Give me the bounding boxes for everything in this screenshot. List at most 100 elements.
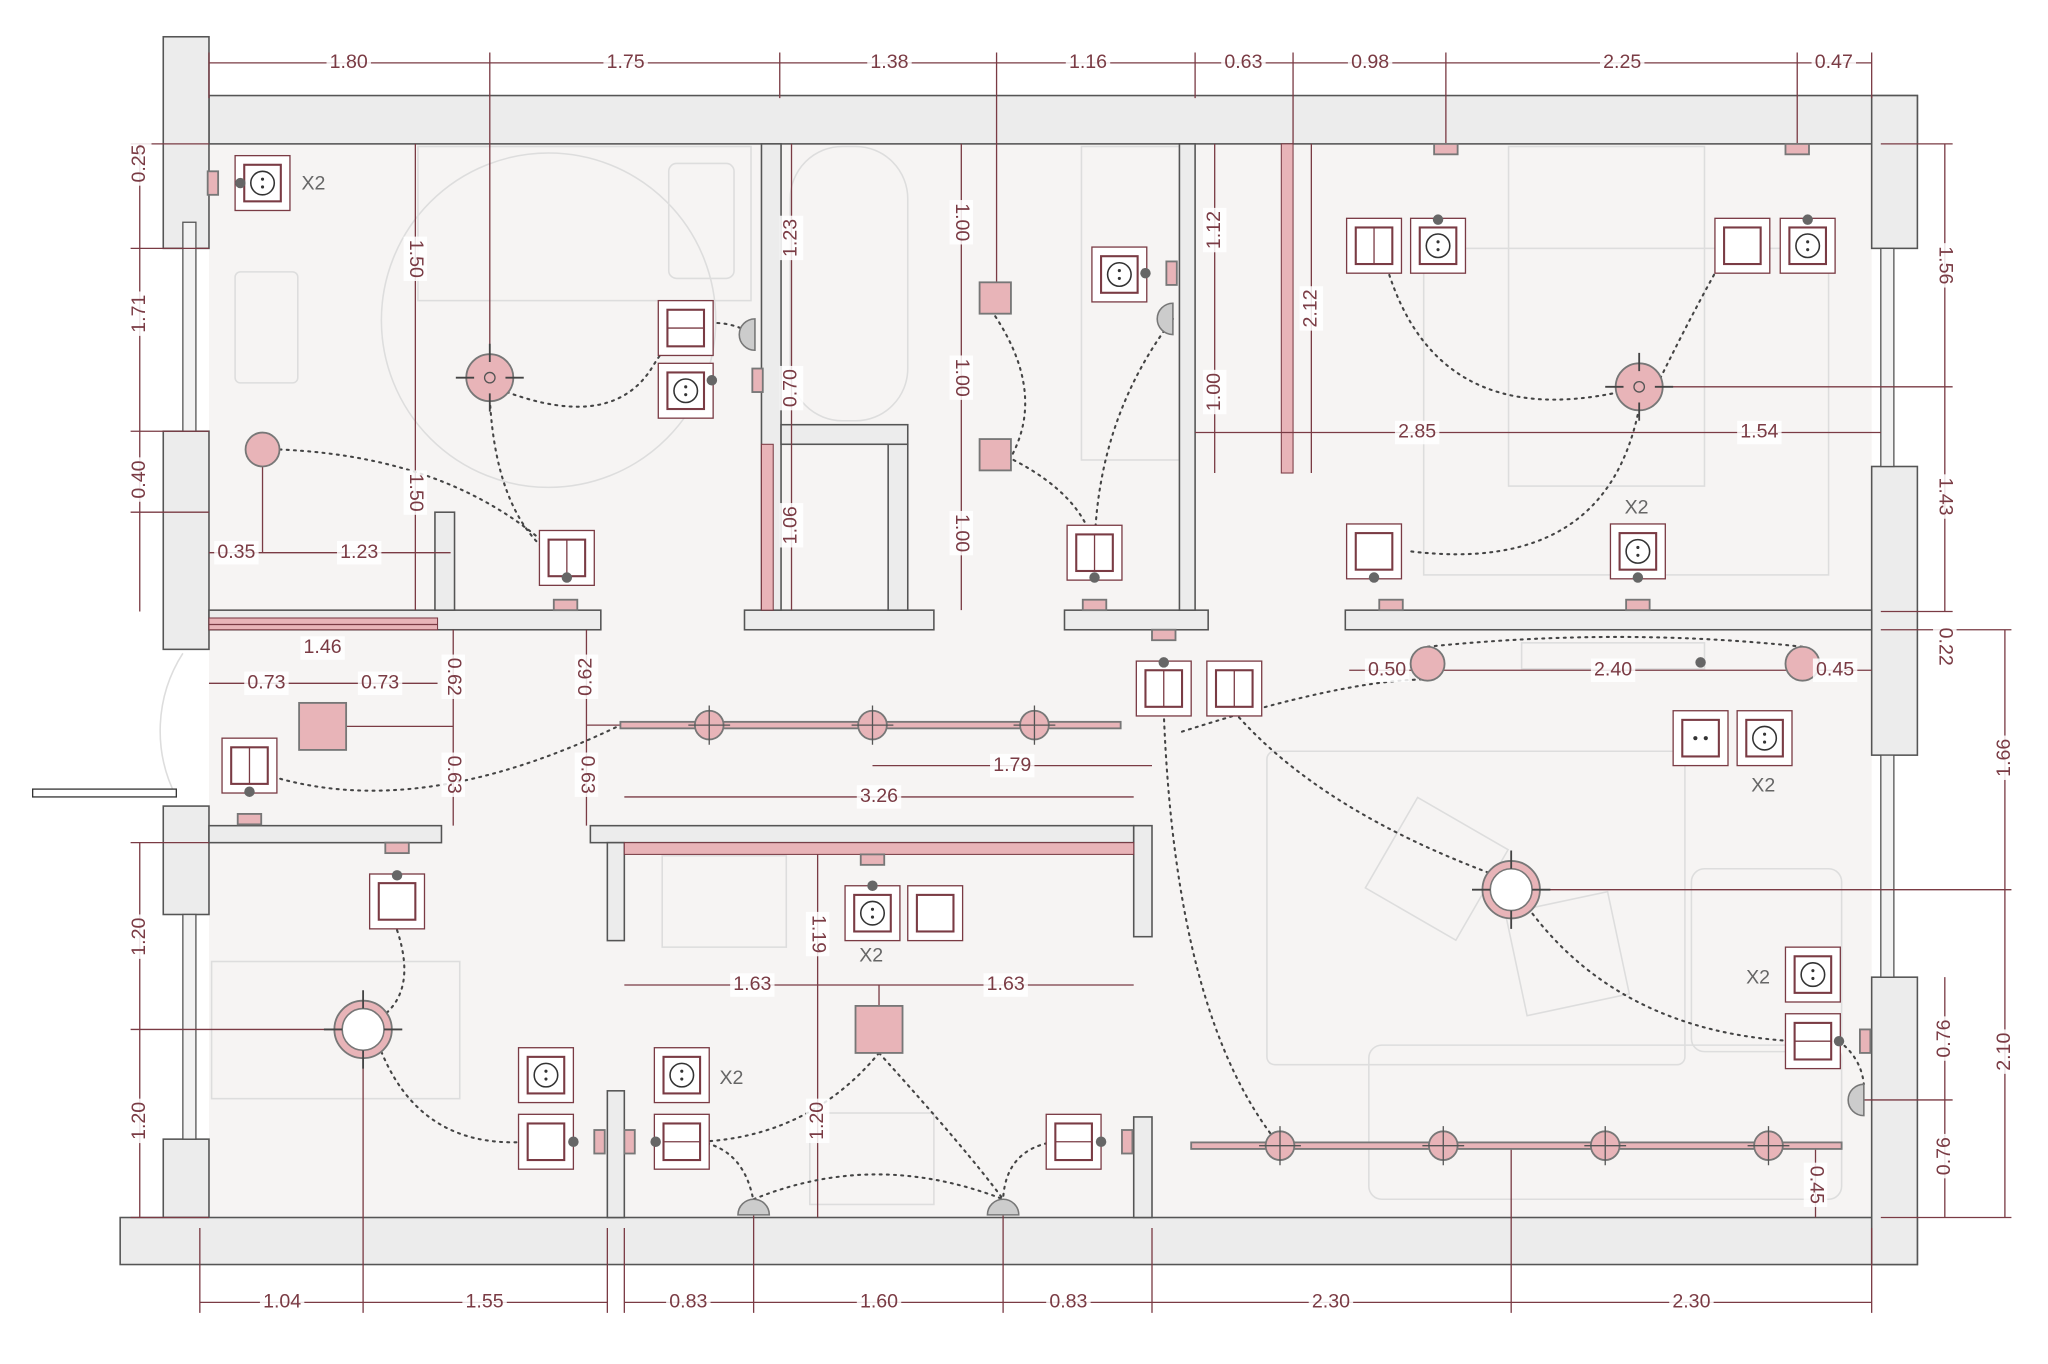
- quantity-label: X2: [1625, 496, 1649, 518]
- connection-dot: [235, 177, 246, 189]
- dimension-label: 1.56: [1935, 246, 1957, 284]
- dimension-label: 0.62: [575, 658, 597, 696]
- double-switch-icon: [1066, 524, 1123, 581]
- junction-box-icon: [859, 853, 886, 866]
- connection-dot: [391, 870, 403, 881]
- dimension-label-bg: [949, 355, 974, 400]
- double-switch-icon: [653, 1113, 710, 1170]
- dimension-label: 2.10: [1993, 1032, 2015, 1070]
- dimension-label: 1.04: [263, 1291, 301, 1313]
- dimension-label-bg: [603, 51, 648, 75]
- dimension-label: 1.00: [951, 359, 973, 397]
- connection-dot: [1432, 214, 1444, 225]
- socket-icon: [1779, 217, 1836, 274]
- dimension-label-bg: [1933, 1016, 1957, 1061]
- dimension-label-bg: [1347, 51, 1393, 75]
- dimension-label-bg: [1364, 658, 1410, 682]
- square-light-icon: [854, 1005, 904, 1054]
- quantity-label: X2: [1746, 967, 1770, 989]
- connection-dot: [1802, 214, 1813, 225]
- dimension-label: 0.35: [217, 541, 255, 563]
- dimension-label: 0.40: [128, 460, 150, 498]
- dimension-label: 1.55: [466, 1291, 504, 1313]
- quantity-label: X2: [1751, 775, 1775, 797]
- switch-icon: [907, 885, 964, 942]
- dimension-label: 1.66: [1993, 739, 2015, 777]
- junction-box-icon: [623, 1129, 636, 1155]
- dimension-label: 0.62: [443, 658, 465, 696]
- dimension-label-bg: [403, 236, 428, 282]
- ceiling-light-icon: [455, 343, 524, 412]
- dimension-label: 1.38: [870, 51, 908, 73]
- wiring: [265, 223, 1865, 1203]
- dimension-label-bg: [574, 654, 599, 699]
- dimension-label-bg: [983, 973, 1028, 997]
- junction-box-icon: [1151, 628, 1177, 642]
- dimension-label-bg: [128, 141, 152, 186]
- dimension-label: 1.06: [780, 506, 802, 544]
- dimension-label: 1.23: [340, 541, 378, 563]
- dimension-label: 1.20: [128, 1102, 150, 1140]
- socket-icon: [1091, 246, 1148, 303]
- junction-box-icon: [1121, 1129, 1134, 1155]
- spot-light-icon: [1747, 1126, 1790, 1166]
- connection-dot: [650, 1136, 661, 1147]
- dimension-label-bg: [1803, 1162, 1828, 1208]
- dimension-label: 1.80: [330, 51, 368, 73]
- double-switch-icon: [1135, 660, 1192, 717]
- dimension-label-bg: [856, 1290, 902, 1315]
- connection-dot: [1632, 572, 1644, 583]
- junction-box-icon: [593, 1129, 606, 1155]
- dimension-label: 0.22: [1935, 628, 1957, 666]
- dimension-label-bg: [128, 457, 152, 502]
- dimension-label: 3.26: [860, 785, 898, 807]
- connection-dot: [706, 375, 718, 386]
- double-switch-icon: [221, 737, 278, 794]
- dimension-label-bg: [127, 1098, 152, 1144]
- dimension-label-bg: [1202, 207, 1227, 253]
- walls: [32, 35, 1919, 1266]
- switch-icon: [517, 1113, 575, 1170]
- dimension-label: 0.83: [1049, 1291, 1087, 1313]
- dimension-label: 1.79: [993, 754, 1031, 776]
- dimension-label-bg: [1933, 1133, 1957, 1179]
- dimension-label: 1.75: [607, 51, 645, 73]
- dimension-label: 1.00: [1203, 373, 1225, 411]
- junction-box-icon: [552, 598, 579, 612]
- dimension-label-bg: [666, 1290, 711, 1315]
- dimension-label: 0.50: [1368, 658, 1406, 680]
- junction-box-icon: [751, 367, 764, 393]
- connection-dot: [568, 1136, 579, 1147]
- wall-lamp-icon: [737, 1198, 771, 1216]
- dimension-label-bg: [1993, 735, 2017, 780]
- electrical-devices: [206, 142, 1872, 1216]
- dimension-label-bg: [1933, 243, 1957, 288]
- square-light-icon: [298, 701, 348, 751]
- socket-icon: [657, 362, 714, 419]
- dimension-label: 0.47: [1815, 51, 1853, 73]
- connection-dot: [1095, 1136, 1107, 1147]
- dimension-label-bg: [1669, 1290, 1714, 1315]
- dimension-label: 1.50: [405, 240, 427, 278]
- dimension-label: 1.00: [951, 203, 973, 241]
- dimension-label-bg: [1993, 1029, 2017, 1074]
- dimension-label: 2.30: [1312, 1291, 1350, 1313]
- dimension-label-bg: [357, 671, 403, 696]
- connection-dot: [561, 572, 573, 583]
- track-light-icon: [619, 705, 1122, 745]
- dimension-label-bg: [441, 654, 465, 699]
- dimension-label: 0.25: [128, 144, 150, 182]
- switch-icon: [1714, 217, 1771, 274]
- wall-light-icon: [244, 431, 281, 468]
- dimension-label-bg: [867, 51, 912, 75]
- dimension-label-bg: [259, 1290, 305, 1315]
- dimension-label-bg: [244, 671, 289, 696]
- spot-light-icon: [1584, 1126, 1627, 1166]
- connection-dot: [1833, 1035, 1845, 1047]
- dimension-label: 1.63: [987, 973, 1025, 995]
- square-light-icon: [978, 281, 1012, 315]
- dimension-label: 1.71: [128, 295, 150, 333]
- junction-box-icon: [1784, 142, 1810, 156]
- dimension-label: 1.19: [807, 915, 829, 953]
- connection-dot: [1089, 572, 1100, 583]
